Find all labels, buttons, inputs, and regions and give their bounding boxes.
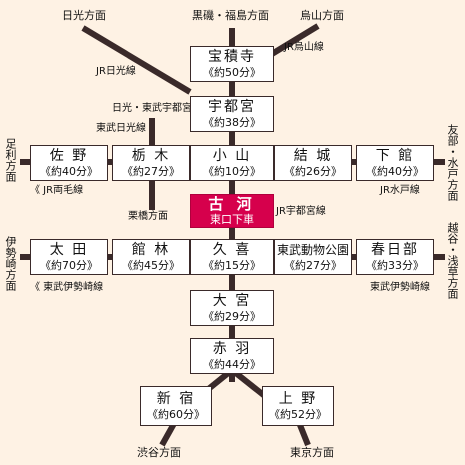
station-name: 春日部 xyxy=(371,241,419,258)
station-time: 《約40分》 xyxy=(366,164,424,178)
station-time: 《約44分》 xyxy=(203,357,261,371)
station-time: 《約26分》 xyxy=(284,164,342,178)
station-kasukabe: 春日部 《約33分》 xyxy=(356,239,434,275)
station-name: 上 野 xyxy=(278,390,318,407)
label-jr-nikko: JR日光線 xyxy=(96,66,136,77)
station-name: 小 山 xyxy=(212,147,252,164)
direction-koshigaya: 越谷・浅草方面 xyxy=(446,222,459,299)
direction-kurosohisono: 黒磯・福島方面 xyxy=(192,9,269,22)
station-name: 太 田 xyxy=(49,241,89,258)
station-time: 《約27分》 xyxy=(122,164,180,178)
station-hoshakuji: 宝積寺 《約50分》 xyxy=(190,46,274,82)
station-name: 赤 羽 xyxy=(212,340,252,357)
station-kuki: 久 喜 《約15分》 xyxy=(190,239,274,275)
station-time: 《約50分》 xyxy=(203,65,261,79)
station-name: 下 館 xyxy=(375,147,415,164)
station-name: 宇都宮 xyxy=(208,98,256,115)
direction-isesaki: 伊勢崎方面 xyxy=(4,236,17,291)
station-time: 《約60分》 xyxy=(147,407,205,421)
label-tobu-isesaki-left: 《 東武伊勢崎線 xyxy=(30,282,104,293)
station-time: 《約52分》 xyxy=(269,407,327,421)
direction-ashikaga: 足利方面 xyxy=(4,138,17,182)
station-shimodate: 下 館 《約40分》 xyxy=(356,145,434,181)
station-sano: 佐 野 《約40分》 xyxy=(30,145,108,181)
station-tobudobutsukoen: 東武動物公園 《約27分》 xyxy=(274,239,352,275)
direction-nikko: 日光方面 xyxy=(62,9,106,22)
station-time: 《約10分》 xyxy=(203,164,261,178)
station-time: 《約29分》 xyxy=(203,309,261,323)
label-tobu-nikko: 東武日光線 xyxy=(96,123,146,134)
direction-karasuyama: 烏山方面 xyxy=(300,9,344,22)
station-time: 《約33分》 xyxy=(366,258,424,272)
line-to-nikko xyxy=(81,25,192,95)
station-tatebayashi: 館 林 《約45分》 xyxy=(112,239,190,275)
station-name: 栃 木 xyxy=(131,147,171,164)
label-jr-ryomo: 《 JR両毛線 xyxy=(30,185,84,196)
station-time: 《約15分》 xyxy=(203,258,261,272)
label-jr-mito: JR水戸線 xyxy=(380,185,420,196)
station-time: 《約40分》 xyxy=(40,164,98,178)
station-shinjuku: 新 宿 《約60分》 xyxy=(140,386,212,426)
station-time: 《約27分》 xyxy=(284,258,342,272)
station-name: 館 林 xyxy=(131,241,171,258)
station-yuki: 結 城 《約26分》 xyxy=(274,145,352,181)
station-time: 《約45分》 xyxy=(122,258,180,272)
direction-tokyo: 東京方面 xyxy=(290,446,334,459)
station-time: 《約70分》 xyxy=(40,258,98,272)
station-omiya: 大 宮 《約29分》 xyxy=(190,290,274,326)
station-name: 東武動物公園 xyxy=(276,242,349,257)
station-utsunomiya: 宇都宮 《約38分》 xyxy=(190,96,274,132)
label-kurihashi: 栗橋方面 xyxy=(128,211,168,222)
label-jr-karasuyama: JR烏山線 xyxy=(284,42,324,53)
station-ueno: 上 野 《約52分》 xyxy=(262,386,334,426)
station-name: 佐 野 xyxy=(49,147,89,164)
label-nikko-tobu-utsunomiya: 日光・東武宇都宮方面 xyxy=(112,103,212,114)
station-name: 宝積寺 xyxy=(208,48,256,65)
station-name: 古 河 xyxy=(208,194,256,213)
station-ota: 太 田 《約70分》 xyxy=(30,239,108,275)
station-name: 久 喜 xyxy=(212,241,252,258)
direction-tomobe: 友部・水戸方面 xyxy=(446,124,459,201)
station-oyama: 小 山 《約10分》 xyxy=(190,145,274,181)
station-exit: 東口下車 xyxy=(210,212,254,226)
label-tobu-isesaki-right: 東武伊勢崎線 xyxy=(370,282,430,293)
station-koga-origin: 古 河 東口下車 xyxy=(190,194,274,228)
station-name: 大 宮 xyxy=(212,292,252,309)
station-tochigi: 栃 木 《約27分》 xyxy=(112,145,190,181)
label-jr-utsunomiya: JR宇都宮線 xyxy=(276,206,326,217)
station-name: 結 城 xyxy=(293,147,333,164)
station-akabane: 赤 羽 《約44分》 xyxy=(190,338,274,374)
station-time: 《約38分》 xyxy=(203,115,261,129)
direction-shibuya: 渋谷方面 xyxy=(137,446,181,459)
station-name: 新 宿 xyxy=(156,390,196,407)
